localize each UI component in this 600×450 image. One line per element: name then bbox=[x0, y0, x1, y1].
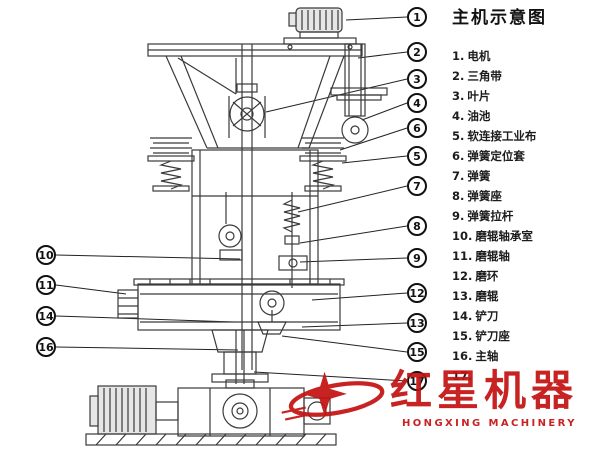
legend-item-5: 5.软连接工业布 bbox=[452, 129, 537, 143]
callout-17: 17 bbox=[407, 371, 427, 391]
legend-item-1: 1.电机 bbox=[452, 49, 491, 63]
legend-item-7: 7.弹簧 bbox=[452, 169, 491, 183]
callout-1: 1 bbox=[407, 7, 427, 27]
classifier bbox=[147, 43, 363, 149]
callout-15: 15 bbox=[407, 342, 427, 362]
callout-8: 8 bbox=[407, 216, 427, 236]
legend-item-4: 4.油池 bbox=[452, 109, 491, 123]
callout-2: 2 bbox=[407, 42, 427, 62]
spring-right bbox=[299, 137, 347, 192]
gear-housing bbox=[177, 379, 331, 437]
legend: 主机示意图 1.电机 2.三角带 3.叶片 4.油池 5.软连接工业布 6.弹簧定位套 7.… bbox=[452, 6, 598, 386]
legend-item-14: 14.铲刀 bbox=[452, 309, 499, 323]
leader-lines bbox=[55, 16, 408, 382]
callout-9: 9 bbox=[407, 248, 427, 268]
legend-item-8: 8.弹簧座 bbox=[452, 189, 502, 203]
legend-item-17: 17. bbox=[452, 369, 473, 383]
callout-6: 6 bbox=[407, 118, 427, 138]
callout-3: 3 bbox=[407, 69, 427, 89]
main-shaft bbox=[241, 44, 253, 370]
page-title: 主机示意图 bbox=[452, 8, 547, 28]
callout-16: 16 bbox=[36, 337, 56, 357]
legend-list: 1.电机 2.三角带 3.叶片 4.油池 5.软连接工业布 6.弹簧定位套 7.弹簧 8.弹簧… bbox=[452, 46, 598, 386]
legend-item-13: 13.磨辊 bbox=[452, 289, 499, 303]
legend-item-11: 11.磨辊轴 bbox=[452, 249, 510, 263]
blade-assembly bbox=[228, 83, 266, 138]
motor-bottom bbox=[89, 385, 179, 435]
legend-item-12: 12.磨环 bbox=[452, 269, 499, 283]
belt-drive bbox=[330, 43, 388, 144]
legend-item-10: 10.磨辊轴承室 bbox=[452, 229, 533, 243]
spring-left bbox=[147, 137, 195, 192]
mill-body bbox=[191, 149, 319, 285]
base-rail bbox=[85, 433, 337, 446]
callout-12: 12 bbox=[407, 283, 427, 303]
callout-10: 10 bbox=[36, 245, 56, 265]
grinding-chamber bbox=[117, 278, 345, 335]
callout-4: 4 bbox=[407, 93, 427, 113]
spring-tie-rod bbox=[278, 192, 308, 288]
callout-7: 7 bbox=[407, 176, 427, 196]
legend-item-9: 9.弹簧拉杆 bbox=[452, 209, 514, 223]
legend-item-16: 16.主轴 bbox=[452, 349, 499, 363]
legend-item-2: 2.三角带 bbox=[452, 69, 502, 83]
roller-bearing-chamber bbox=[218, 192, 243, 261]
legend-item-6: 6.弹簧定位套 bbox=[452, 149, 525, 163]
callout-11: 11 bbox=[36, 275, 56, 295]
callout-14: 14 bbox=[36, 306, 56, 326]
legend-item-3: 3.叶片 bbox=[452, 89, 491, 103]
motor-top bbox=[283, 7, 357, 50]
callout-13: 13 bbox=[407, 313, 427, 333]
legend-item-15: 15.铲刀座 bbox=[452, 329, 510, 343]
pedestal bbox=[211, 329, 269, 384]
callout-5: 5 bbox=[407, 146, 427, 166]
